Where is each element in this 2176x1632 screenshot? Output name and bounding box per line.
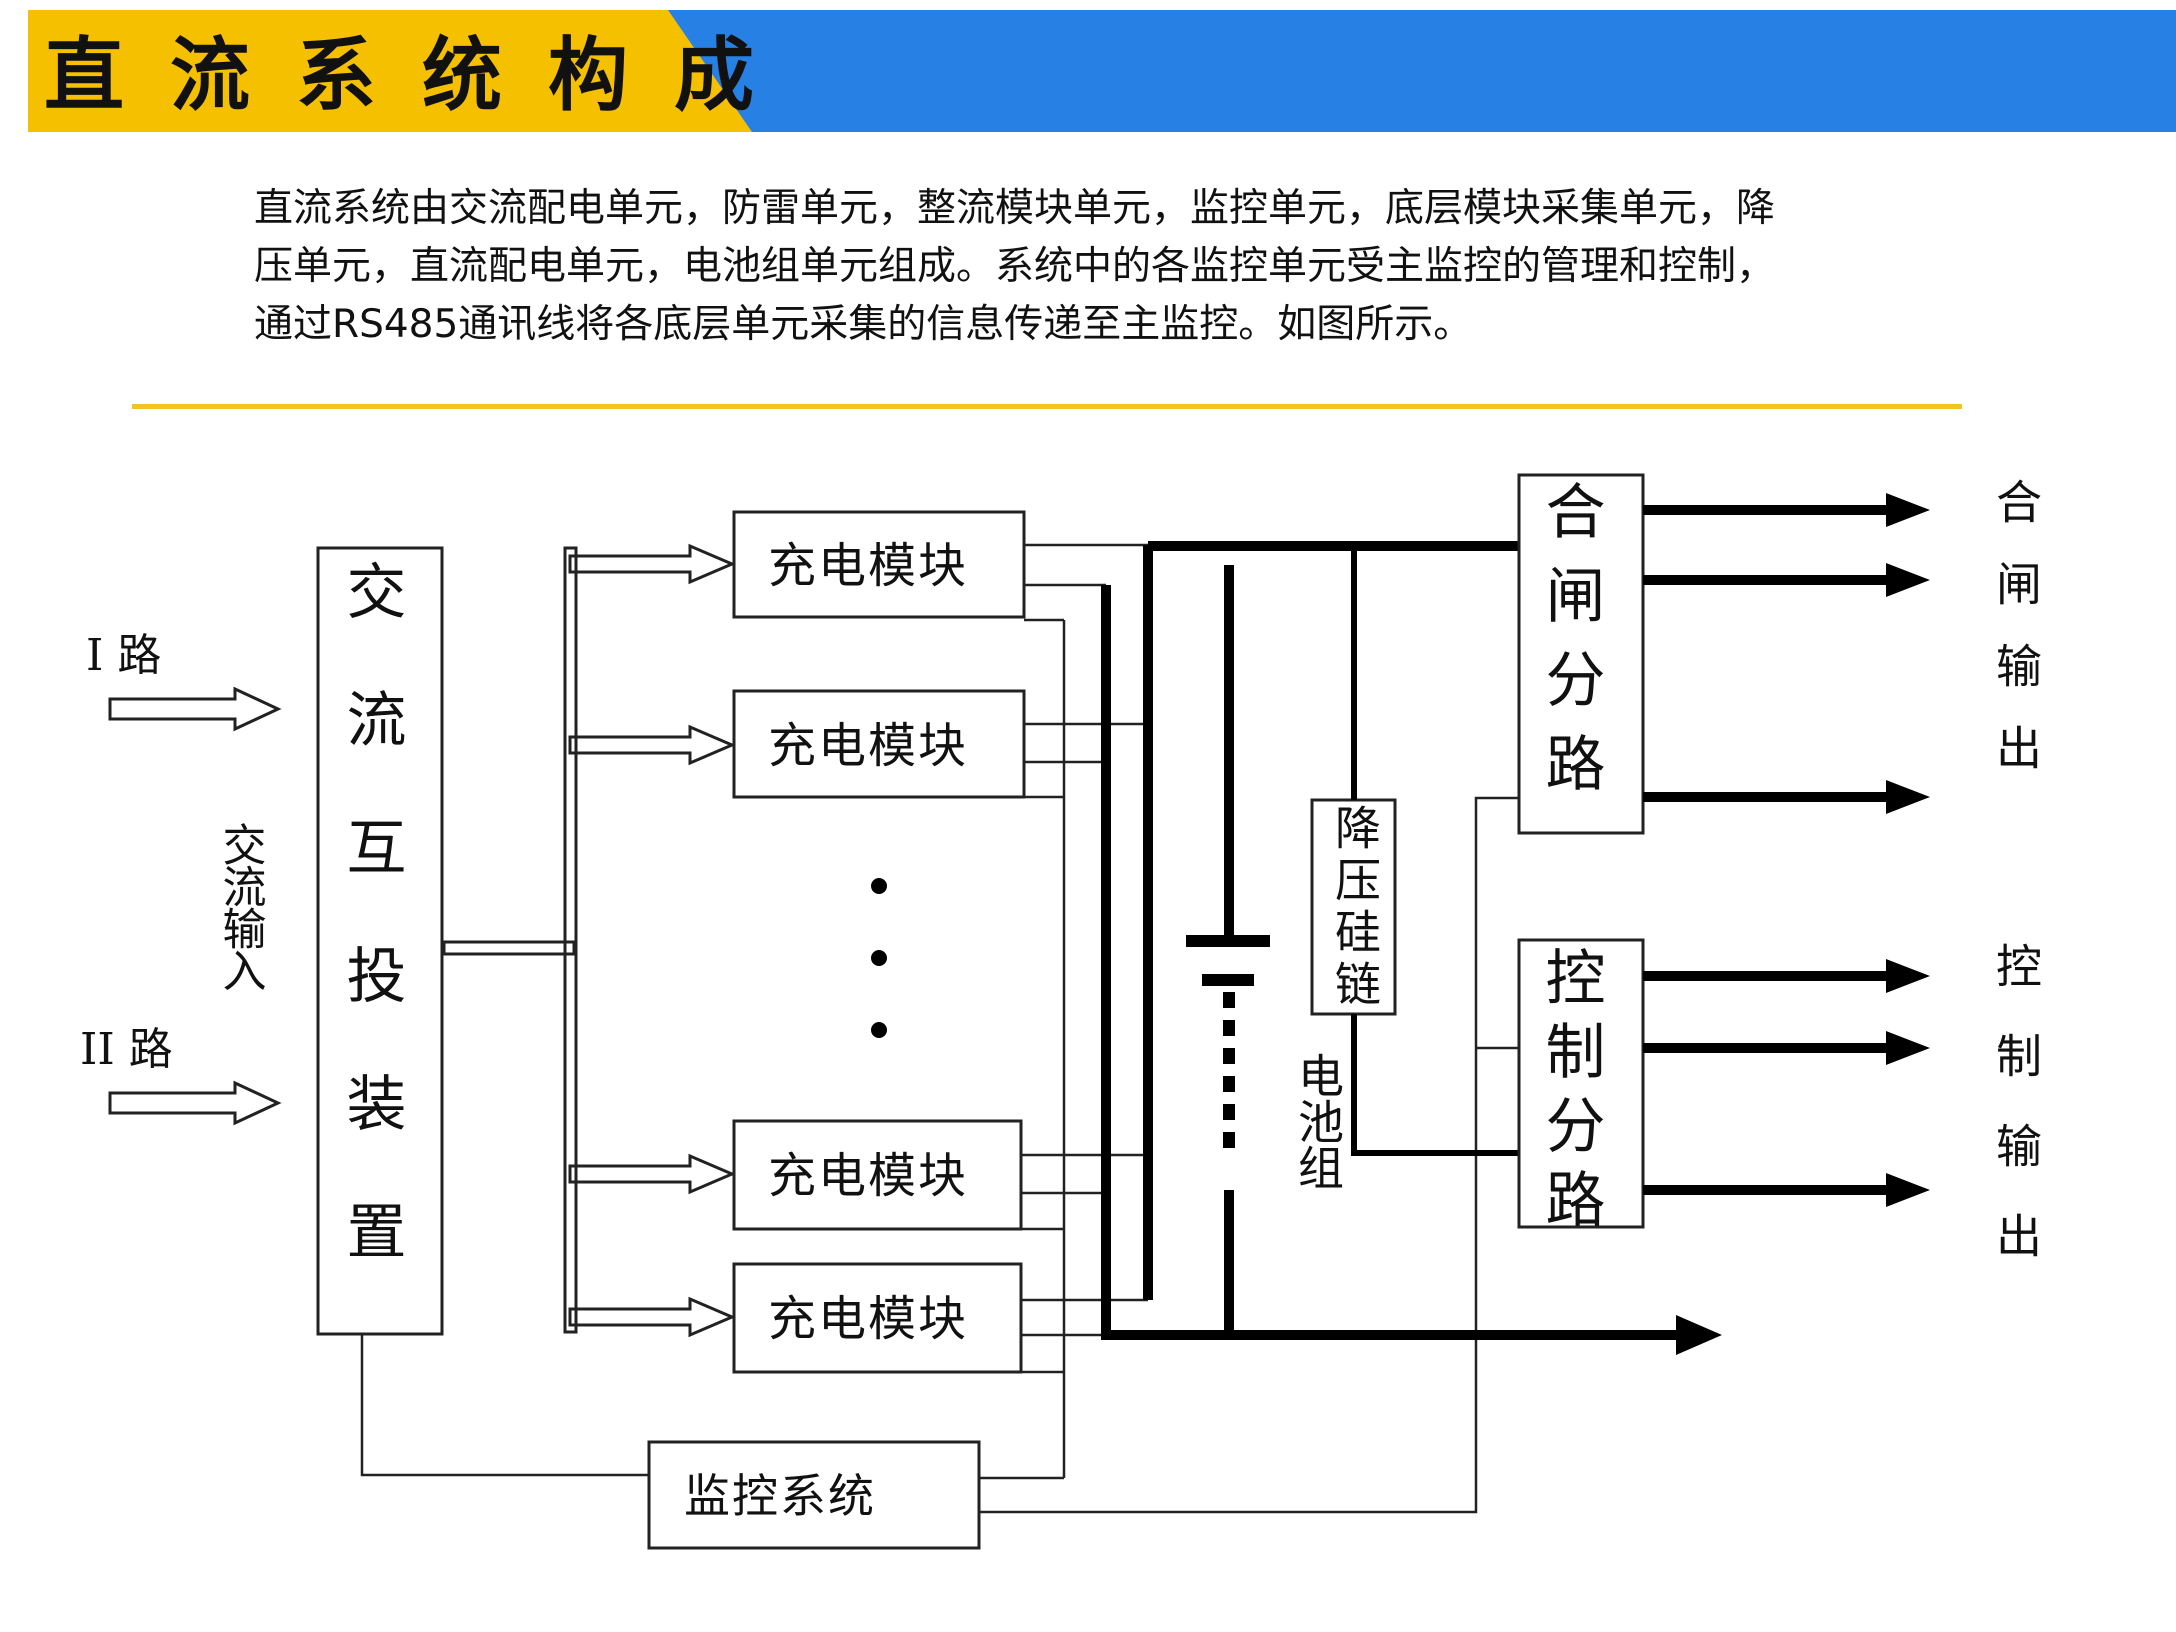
section-divider <box>132 404 1962 409</box>
charger-arrow-2 <box>568 724 736 766</box>
closing-branch-box <box>1517 473 1645 835</box>
charger-label-2: 充电模块 <box>768 718 968 774</box>
route1-label: I 路 <box>86 630 161 681</box>
ac-input-label: 交流输入 <box>215 822 266 990</box>
header-blue-band <box>660 10 2176 132</box>
header-yellow-band <box>28 10 752 132</box>
closing-branch-label: 合闸分路 <box>1535 480 1605 816</box>
ats-label: 交流互投装置 <box>336 560 406 1328</box>
control-branch-label: 控制分路 <box>1535 946 1605 1242</box>
main-bus-arrowhead <box>1676 1315 1722 1355</box>
charger-arrow-3 <box>568 1153 736 1195</box>
charger-box-1 <box>732 510 1026 619</box>
distribution-bar <box>563 546 578 1334</box>
battery-label: 电池组 <box>1291 1052 1345 1190</box>
ellipsis-dot-1 <box>871 878 887 894</box>
control-branch-box <box>1517 938 1645 1229</box>
control-output-arrowhead-2 <box>1886 1031 1930 1065</box>
ellipsis-dot-2 <box>871 950 887 966</box>
monitor-label: 监控系统 <box>684 1469 876 1523</box>
route2-arrow <box>108 1080 282 1126</box>
charger-box-4 <box>732 1262 1023 1374</box>
control-output-label: 控制输出 <box>1989 942 2043 1302</box>
charger-arrow-4 <box>568 1296 736 1338</box>
charger-label-1: 充电模块 <box>768 538 968 594</box>
closing-output-arrowhead-2 <box>1886 563 1930 597</box>
closing-output-arrowhead-1 <box>1886 493 1930 527</box>
charger-label-4: 充电模块 <box>768 1291 968 1347</box>
closing-output-arrowhead-3 <box>1886 780 1930 814</box>
page-title: 直流系统构成 <box>44 29 800 122</box>
closing-output-label: 合闸输出 <box>1989 478 2043 806</box>
intro-line-2: 压单元，直流配电单元，电池组单元组成。系统中的各监控单元受主监控的管理和控制， <box>254 244 1776 289</box>
charger-box-3 <box>732 1119 1023 1231</box>
charger-label-3: 充电模块 <box>768 1148 968 1204</box>
route2-label: II 路 <box>80 1024 173 1075</box>
charger-box-2 <box>732 689 1026 799</box>
step-down-label: 降压硅链 <box>1328 804 1382 1012</box>
charger-arrow-1 <box>568 543 736 585</box>
intro-line-1: 直流系统由交流配电单元，防雷单元，整流模块单元，监控单元，底层模块采集单元，降 <box>254 186 1776 231</box>
ats-box <box>316 546 444 1336</box>
ats-output-bus <box>442 940 576 956</box>
header-bar <box>28 10 2176 132</box>
control-output-arrowhead-1 <box>1886 959 1930 993</box>
intro-paragraph: 直流系统由交流配电单元，防雷单元，整流模块单元，监控单元，底层模块采集单元，降 … <box>254 180 1894 354</box>
intro-line-3: 通过RS485通讯线将各底层单元采集的信息传递至主监控。如图所示。 <box>254 302 1473 347</box>
ellipsis-dot-3 <box>871 1022 887 1038</box>
control-output-arrowhead-3 <box>1886 1173 1930 1207</box>
monitor-box <box>647 1440 981 1550</box>
route1-arrow <box>108 686 282 732</box>
